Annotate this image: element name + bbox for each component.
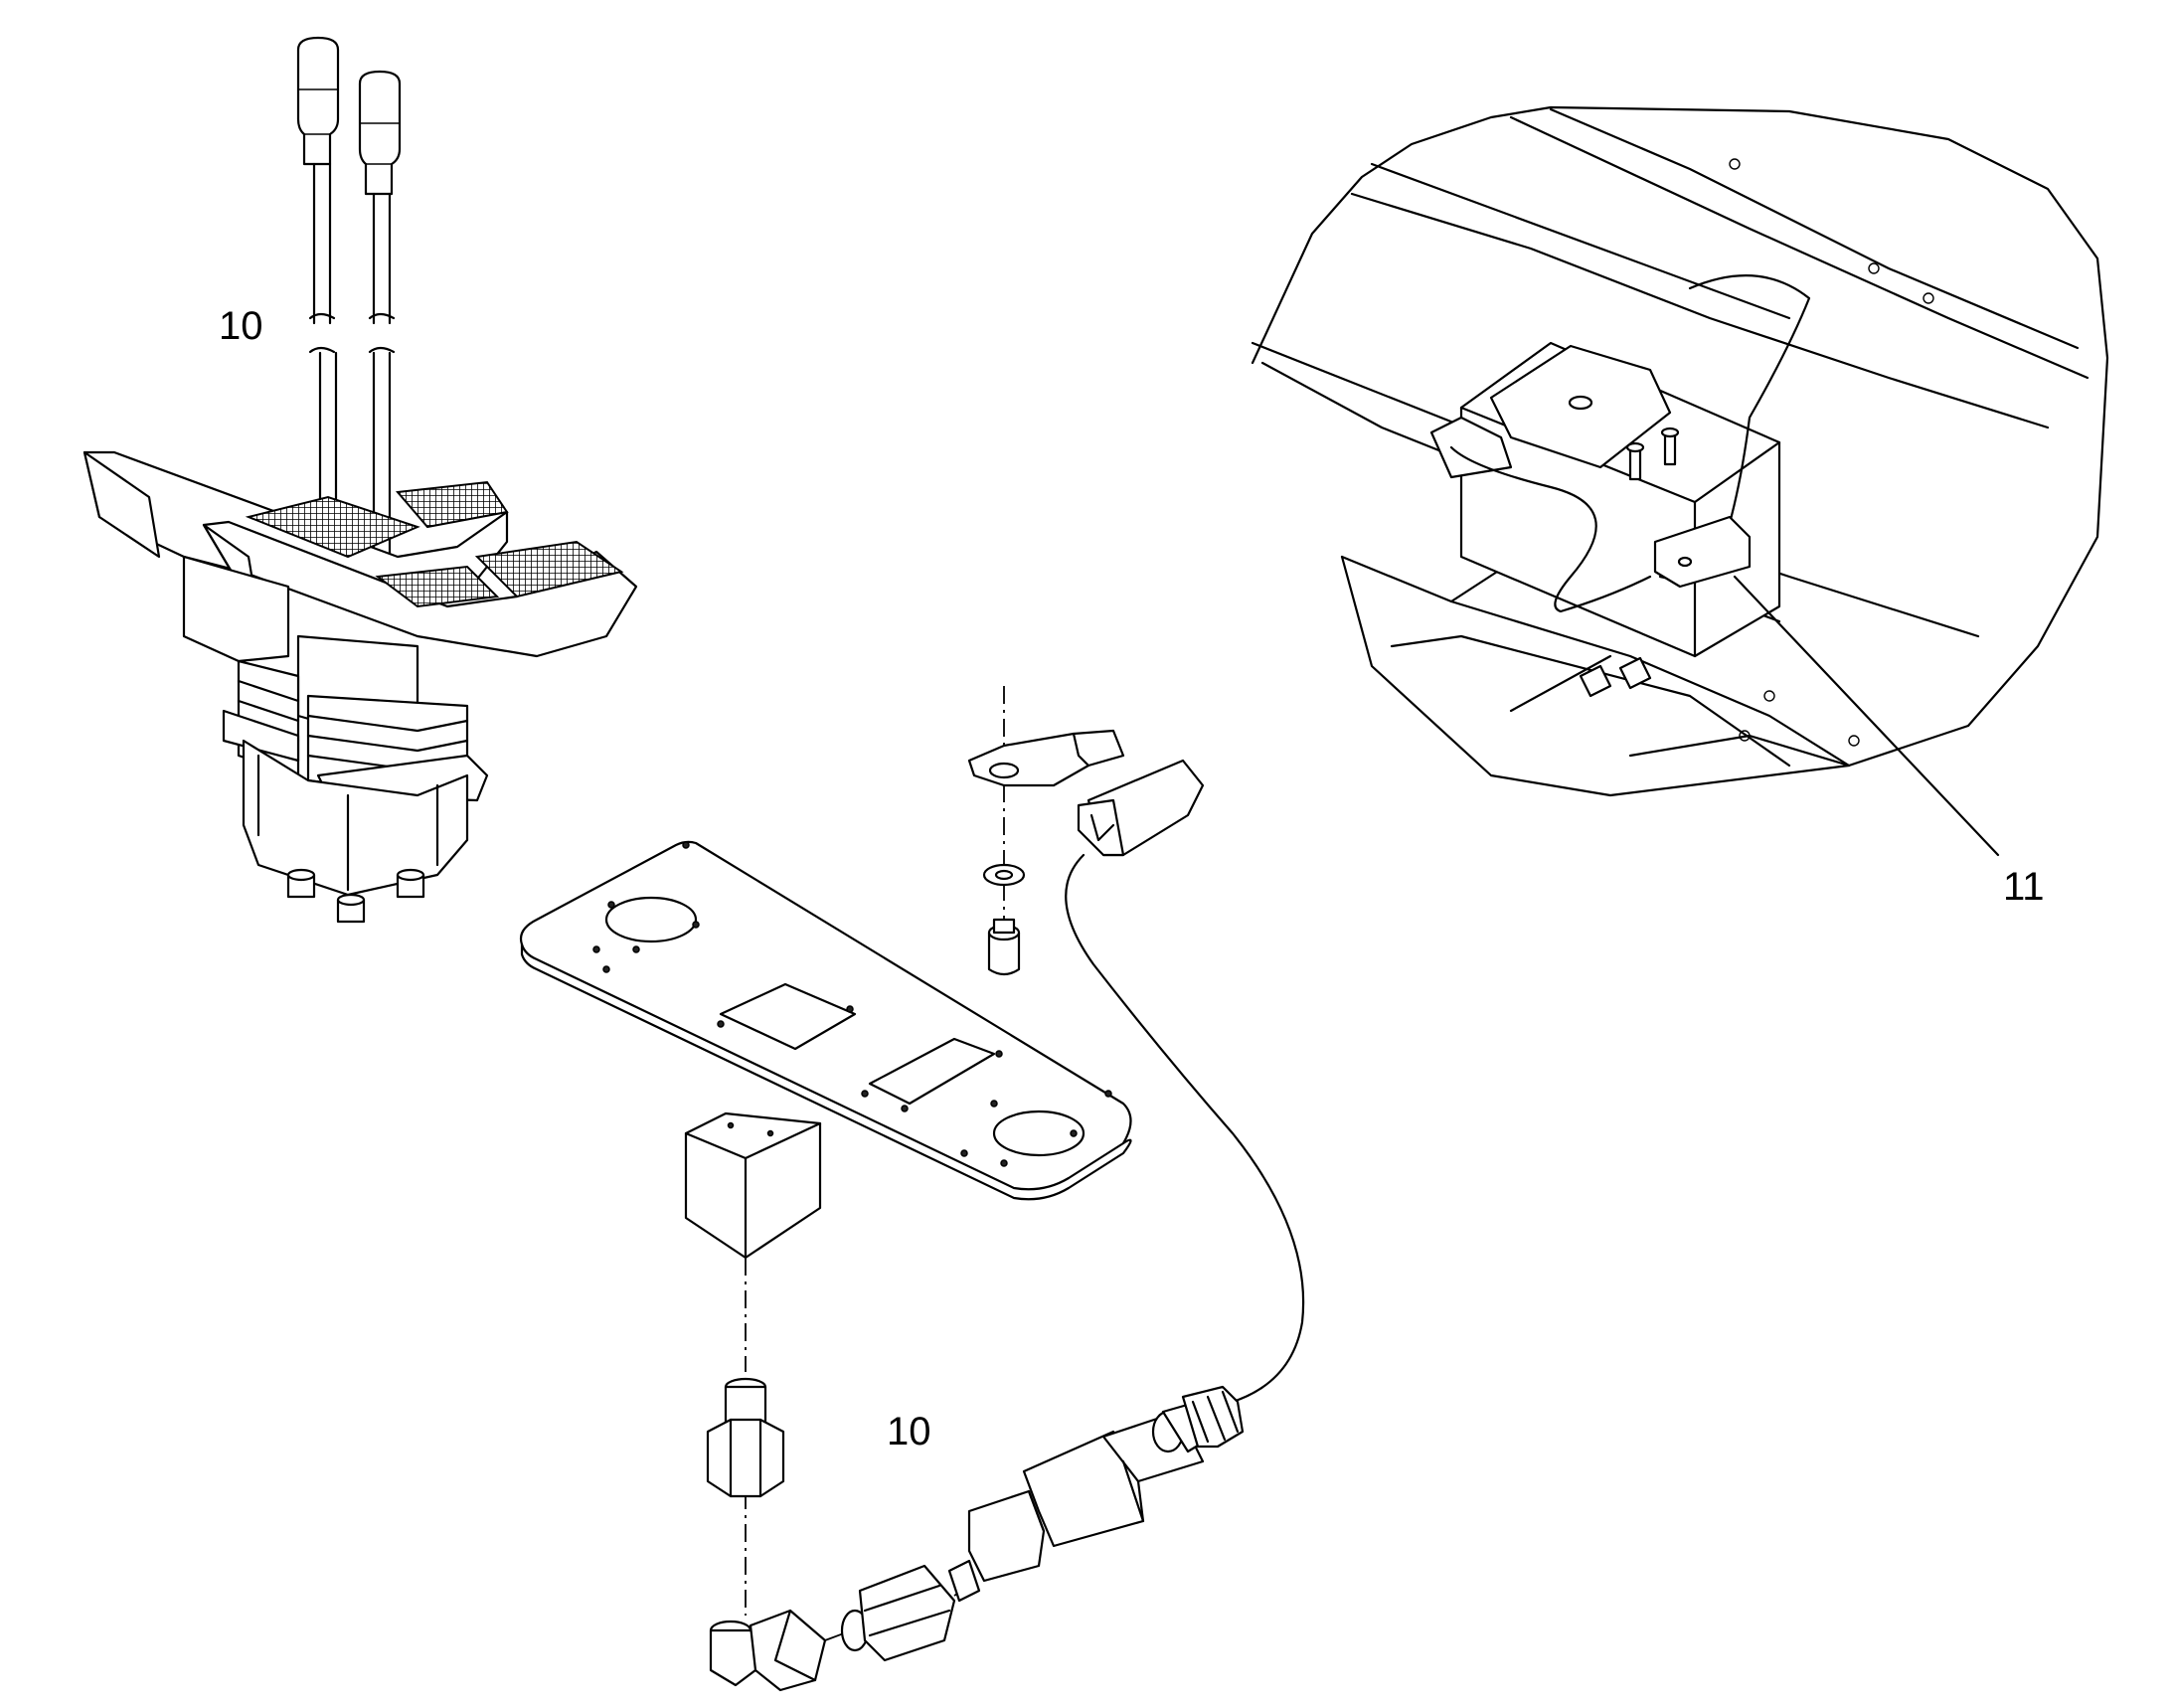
plate-cutout-square	[719, 982, 857, 1051]
lever-handle-left	[296, 36, 340, 559]
bulkhead-connector	[1151, 1385, 1245, 1453]
switch-studs	[1625, 427, 1680, 481]
frame-bolts	[1579, 656, 1652, 698]
plate-bolt-holes	[592, 841, 1112, 1167]
mounting-plate	[519, 840, 1132, 1201]
electrical-connector	[1065, 759, 1305, 1404]
cap-screw	[987, 918, 1021, 976]
plate-cutout-slot	[868, 1037, 996, 1106]
pressure-switch	[947, 1410, 1205, 1603]
valve-block	[684, 1111, 822, 1260]
callout-label-lever-valve: 10	[219, 304, 263, 348]
plate-hole-top	[604, 896, 698, 943]
limit-switch	[1653, 515, 1752, 589]
pedal-right	[202, 520, 638, 658]
switch-mount-box	[1429, 274, 1811, 658]
callout-label-hydraulic-fitting: 10	[887, 1410, 931, 1453]
straight-adapter	[706, 1377, 785, 1498]
lever-handle-right	[358, 70, 402, 579]
callout-11-leader	[1733, 575, 2000, 857]
valve-ports	[286, 868, 425, 924]
elbow-fitting	[709, 1609, 827, 1692]
valve-body	[242, 739, 469, 897]
bracket-fastener-stack	[967, 686, 1125, 976]
pedal-valve-assembly	[83, 36, 638, 924]
callout-label-sensor-switch: 11	[2003, 865, 2045, 909]
sensor-cable	[1065, 853, 1305, 1404]
plate-hole-bottom	[992, 1110, 1086, 1157]
hose-nut	[840, 1564, 956, 1662]
valve-housing-upper	[182, 555, 290, 663]
sensor-bracket	[967, 729, 1125, 787]
frame-bolt-holes	[1729, 158, 1934, 747]
